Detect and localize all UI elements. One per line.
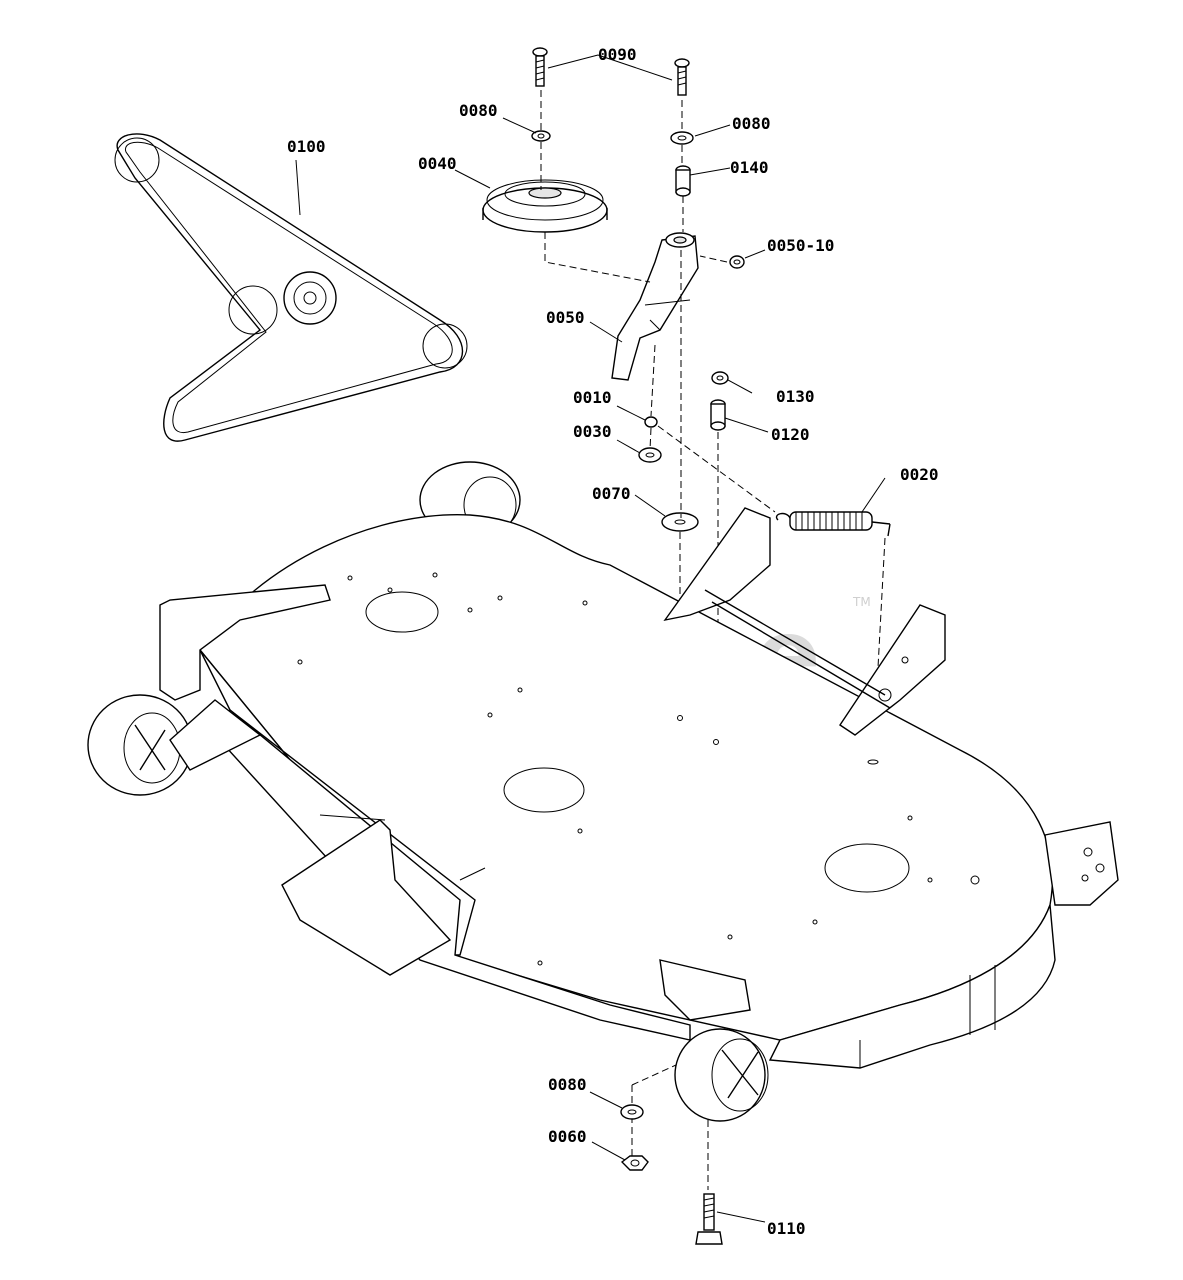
bolt-0090-left[interactable] [532,47,548,87]
leader-lines [295,54,886,1223]
deck-holes [297,572,980,966]
assembly-lines [540,90,886,1190]
callout-0050-10[interactable]: 0050-10 [767,236,834,255]
washer-0080-left[interactable] [531,130,551,142]
callout-0060[interactable]: 0060 [548,1127,587,1146]
washer-0030[interactable] [638,447,662,463]
callout-0080-upper-left[interactable]: 0080 [459,101,498,120]
callout-0110[interactable]: 0110 [767,1219,806,1238]
belt-0100[interactable] [114,133,468,442]
callout-0130[interactable]: 0130 [776,387,815,406]
callout-0030[interactable]: 0030 [573,422,612,441]
callout-0050[interactable]: 0050 [546,308,585,327]
nut-0050-10[interactable] [729,255,745,269]
bolt-0110[interactable] [695,1193,723,1245]
idler-pulley-0040[interactable] [482,179,608,233]
washer-0070[interactable] [661,512,699,532]
callout-0100[interactable]: 0100 [287,137,326,156]
callout-0080-bottom[interactable]: 0080 [548,1075,587,1094]
callout-labels: 0090 0080 0080 0100 0040 0140 0050-10 00… [287,45,939,1238]
callout-0070[interactable]: 0070 [592,484,631,503]
bushing-0010[interactable] [644,416,658,428]
callout-0140[interactable]: 0140 [730,158,769,177]
callout-0090[interactable]: 0090 [598,45,637,64]
watermark-trademark: TM [852,595,871,609]
spacer-0140[interactable] [675,165,691,197]
spacer-0120[interactable] [710,399,726,431]
nut-0130[interactable] [711,371,729,385]
bolt-0090-right[interactable] [674,58,690,96]
callout-0020[interactable]: 0020 [900,465,939,484]
mower-deck[interactable] [87,461,1119,1122]
idler-arm-0050[interactable] [611,232,699,381]
spring-0020[interactable] [775,511,891,537]
callout-0040[interactable]: 0040 [418,154,457,173]
nut-0060[interactable] [620,1155,649,1171]
deck-wheel-right-front [659,959,769,1122]
washer-0080-bottom[interactable] [620,1104,644,1120]
callout-0120[interactable]: 0120 [771,425,810,444]
callout-0080-upper-right[interactable]: 0080 [732,114,771,133]
callout-0010[interactable]: 0010 [573,388,612,407]
washer-0080-right[interactable] [670,131,694,145]
